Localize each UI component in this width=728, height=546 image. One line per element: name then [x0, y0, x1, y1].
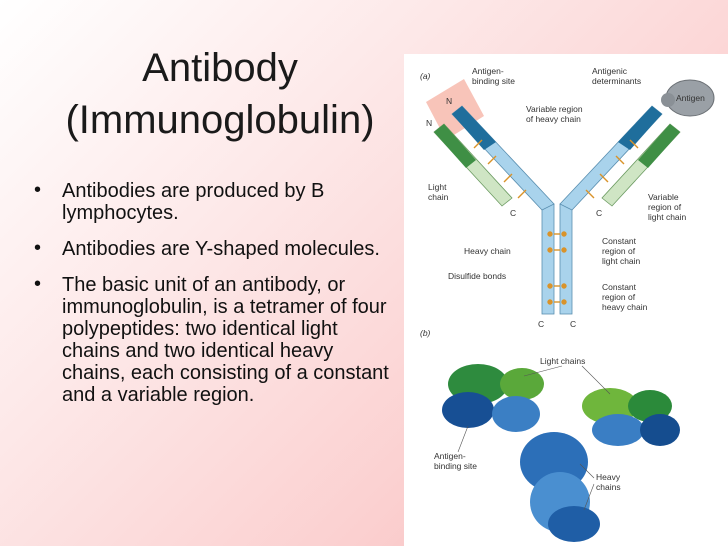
heavy-variable-right: [618, 106, 662, 150]
n-terminal-label: N: [446, 96, 452, 106]
label-antigen: Antigen: [676, 93, 705, 103]
bullet-item: • Antibodies are produced by B lymphocyte…: [28, 179, 398, 224]
panel-a-label: (a): [420, 71, 431, 81]
c-terminal-label: C: [570, 319, 576, 329]
panel-b-label: (b): [420, 328, 431, 338]
antibody-figure: (a): [404, 54, 728, 546]
slide-title: Antibody (Immunoglobulin): [40, 42, 400, 146]
bullet-text: Antibodies are produced by B lymphocytes…: [62, 180, 325, 224]
bullet-dot-icon: •: [34, 273, 42, 295]
n-terminal-label: N: [426, 118, 432, 128]
bullet-item: • The basic unit of an antibody, or immun…: [28, 273, 398, 406]
light-variable-right: [638, 124, 680, 168]
antibody-3d-model: [442, 364, 680, 542]
bullet-dot-icon: •: [34, 179, 42, 201]
title-line-1: Antibody: [142, 46, 298, 90]
light-variable-left: [434, 124, 476, 168]
c-terminal-label: C: [538, 319, 544, 329]
label-heavy-chain: Heavy chain: [464, 246, 511, 256]
label-disulfide-bonds: Disulfide bonds: [448, 271, 506, 281]
heavy-chain-stem-right: [559, 203, 573, 315]
bullet-text: The basic unit of an antibody, or immuno…: [62, 274, 389, 406]
heavy-variable-left: [452, 106, 496, 150]
bullet-list: • Antibodies are produced by B lymphocyte…: [28, 179, 398, 420]
bullet-item: • Antibodies are Y-shaped molecules.: [28, 237, 398, 260]
label-antigen-binding-site-b: Antigen-binding site: [434, 451, 477, 471]
label-light-chains: Light chains: [540, 356, 585, 366]
antibody-diagram: (a): [420, 66, 715, 542]
bullet-dot-icon: •: [34, 237, 42, 259]
title-line-2: (Immunoglobulin): [65, 98, 375, 142]
heavy-chain-stem-left: [541, 203, 555, 315]
label-antigen-binding-site: Antigen-binding site: [472, 66, 515, 86]
antigen-bump: [661, 93, 675, 107]
c-terminal-label: C: [596, 208, 602, 218]
bullet-text: Antibodies are Y-shaped molecules.: [62, 238, 380, 260]
leader-lines: [457, 365, 611, 511]
c-terminal-label: C: [510, 208, 516, 218]
disulfide-bonds: [473, 139, 639, 305]
